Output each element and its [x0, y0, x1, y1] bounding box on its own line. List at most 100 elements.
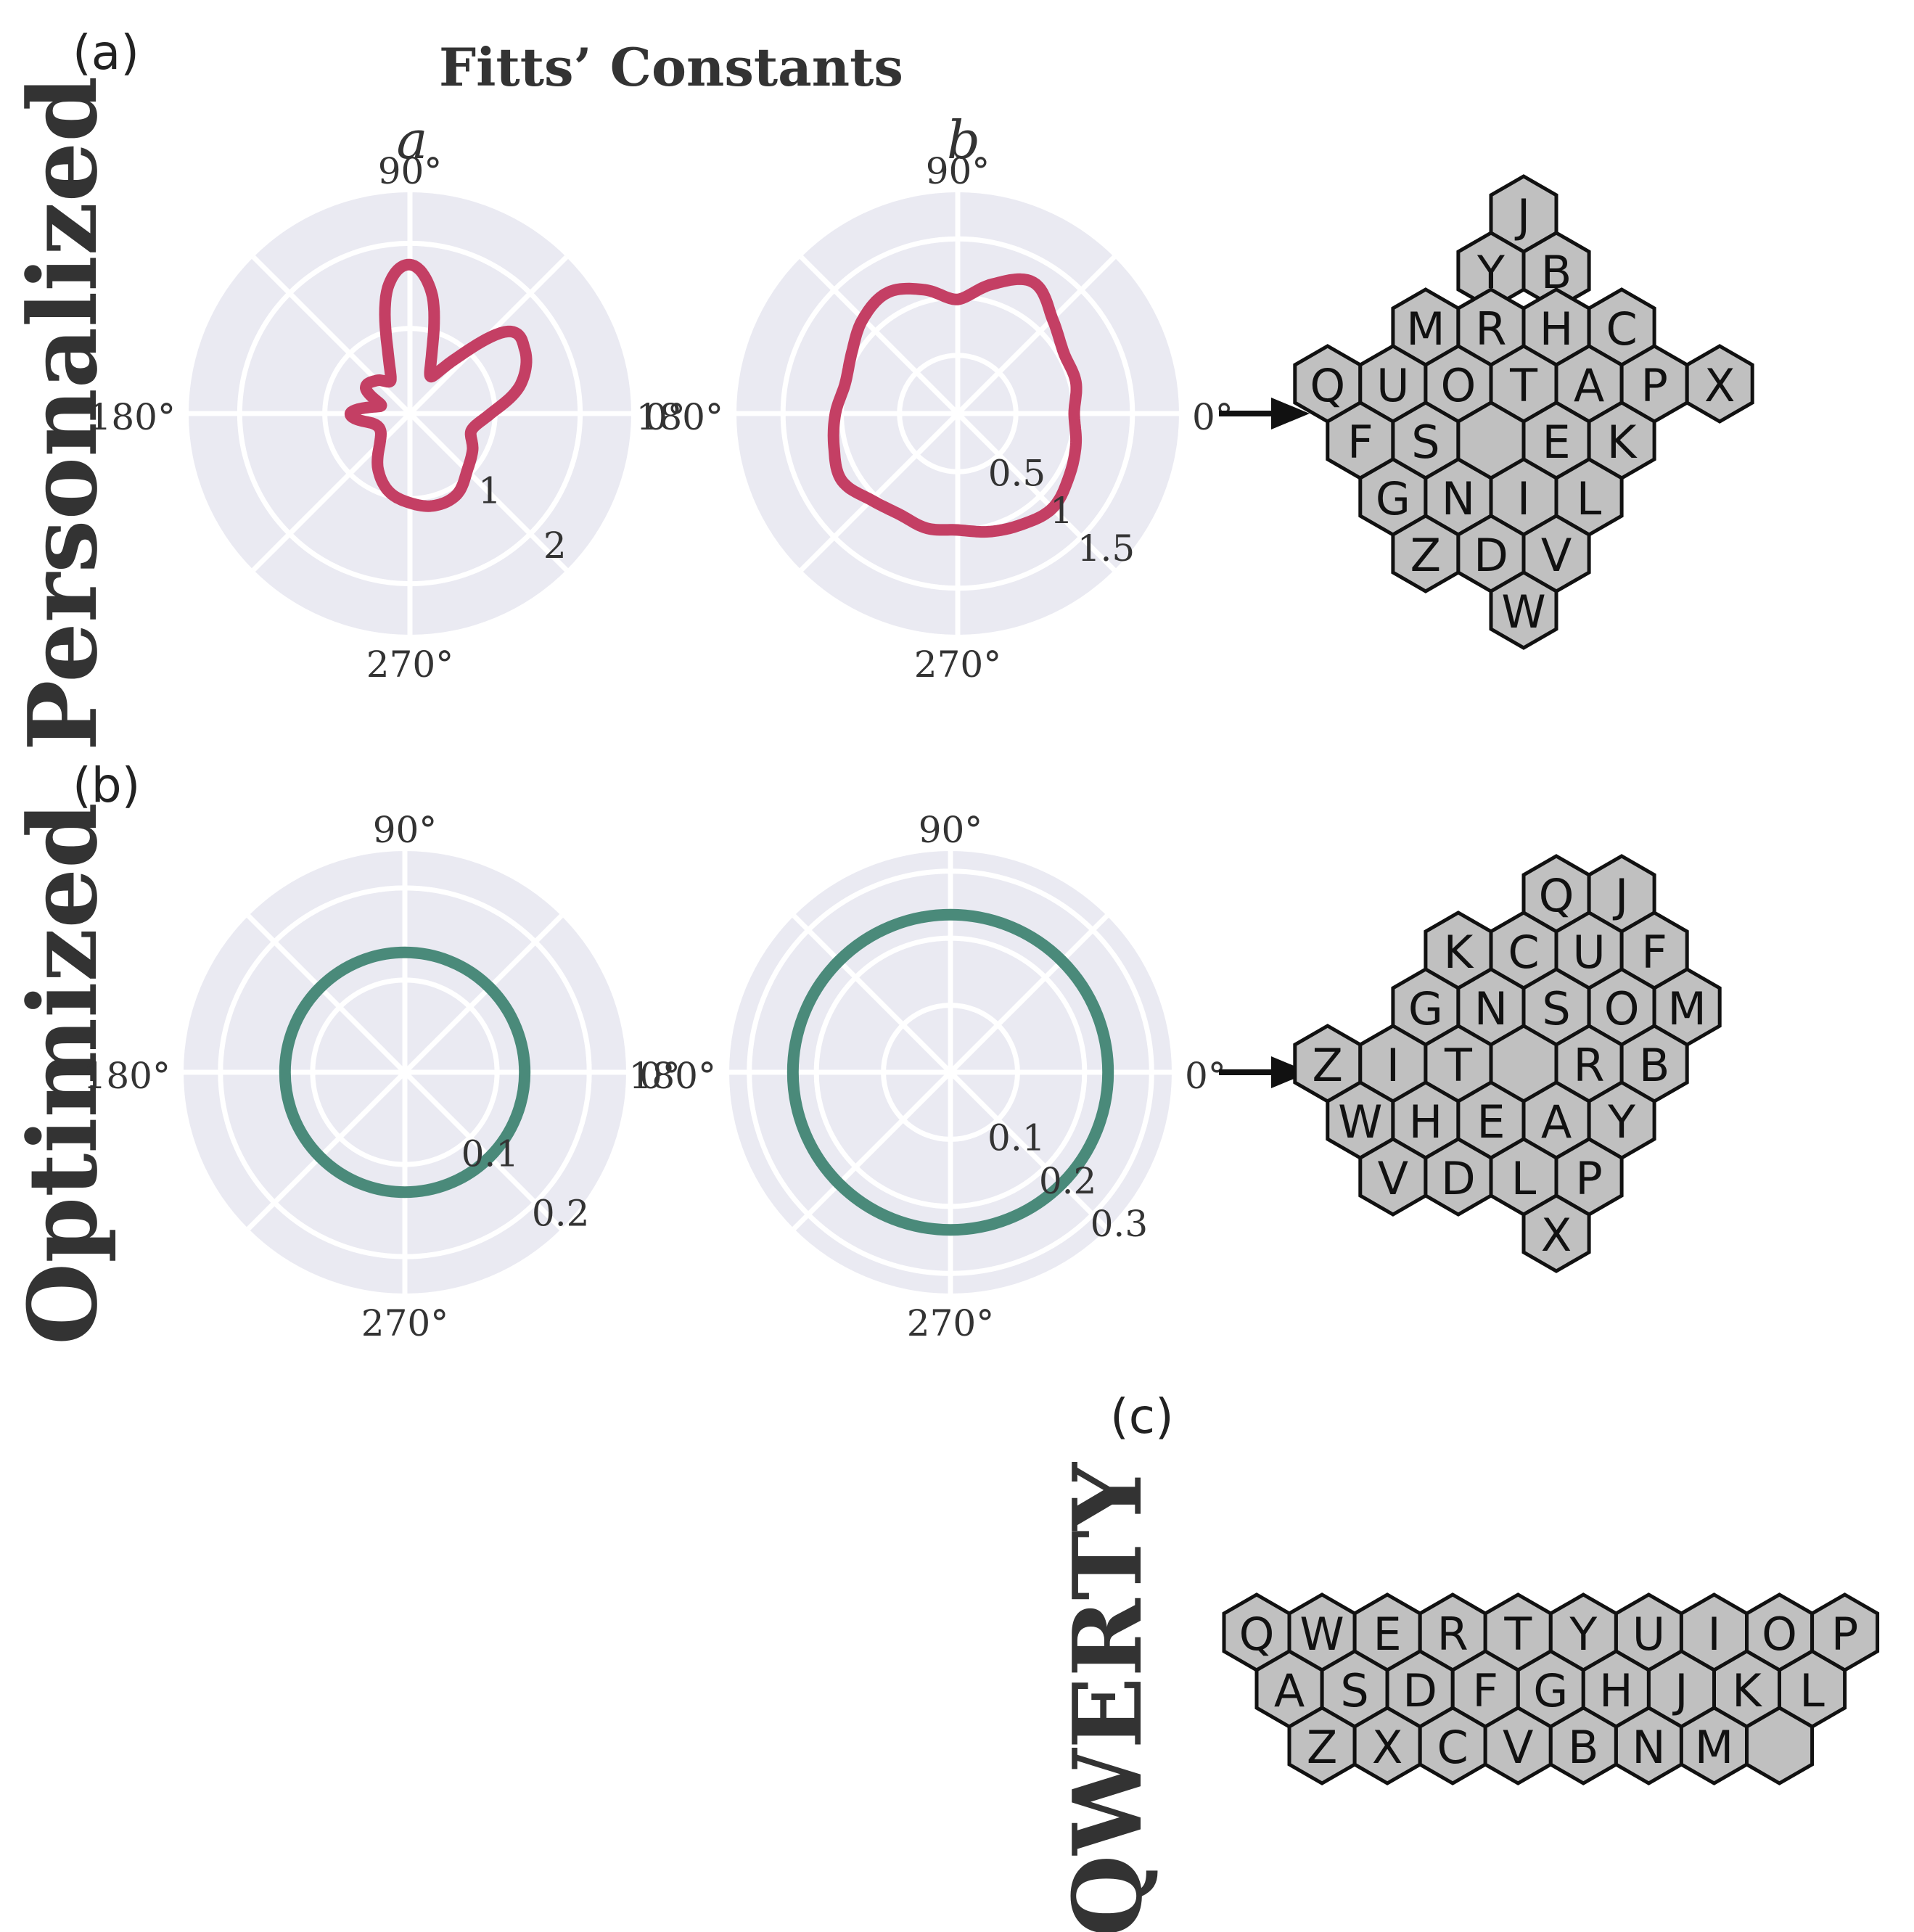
keyboard-key[interactable]: G — [1358, 457, 1428, 537]
keyboard-key[interactable]: K — [1424, 910, 1493, 990]
key-label: D — [1474, 529, 1508, 582]
key-label: Q — [1310, 359, 1345, 412]
keyboard-key[interactable]: G — [1391, 967, 1461, 1047]
key-label: S — [1340, 1664, 1368, 1717]
keyboard-key[interactable]: A — [1254, 1649, 1324, 1729]
key-label: B — [1568, 1721, 1599, 1774]
key-label: Z — [1410, 529, 1441, 582]
keyboard-key[interactable]: M — [1391, 287, 1461, 367]
keyboard-key-blank[interactable] — [1745, 1706, 1815, 1785]
key-label: V — [1503, 1721, 1533, 1774]
keyboard-key[interactable]: Z — [1293, 1024, 1363, 1103]
angular-gridline — [948, 1070, 1109, 1231]
keyboard-key[interactable]: N — [1614, 1706, 1683, 1785]
column-title-b: b — [947, 110, 980, 170]
angle-tick-label: 180° — [629, 1055, 716, 1097]
angular-gridline — [251, 255, 412, 416]
keyboard-key[interactable]: B — [1548, 1706, 1618, 1785]
series-line — [786, 908, 1114, 1236]
key-label: L — [1799, 1664, 1825, 1717]
keyboard-key[interactable]: X — [1521, 1193, 1591, 1273]
keyboard-key[interactable]: P — [1619, 344, 1689, 424]
keyboard-key[interactable]: C — [1418, 1706, 1487, 1785]
keyboard-key[interactable]: X — [1685, 344, 1754, 424]
radial-tick-label: 1.5 — [1077, 527, 1135, 570]
angle-tick-label: 0° — [639, 1055, 681, 1097]
angle-tick-label: 270° — [907, 1302, 994, 1344]
key-label: N — [1632, 1721, 1665, 1774]
key-label: C — [1437, 1721, 1469, 1774]
key-label: L — [1577, 472, 1602, 525]
key-label: F — [1641, 926, 1667, 979]
key-label: K — [1444, 926, 1474, 979]
keyboard-key[interactable]: Q — [1293, 344, 1363, 424]
keyboard-key[interactable]: C — [1587, 287, 1656, 367]
key-label: G — [1376, 472, 1410, 525]
keyboard-key[interactable]: D — [1424, 1137, 1493, 1217]
keyboard-key[interactable]: T — [1489, 344, 1558, 424]
key-label: H — [1540, 303, 1574, 355]
keyboard-key[interactable]: S — [1320, 1649, 1389, 1729]
key-label: V — [1378, 1152, 1408, 1205]
keyboard-key[interactable]: F — [1619, 910, 1689, 990]
polar-plot-personalized-b: 0°90°180°270°0.511.5 — [636, 150, 1233, 686]
keyboard-key[interactable]: E — [1456, 1080, 1526, 1160]
angular-gridline — [403, 1070, 564, 1231]
key-label: O — [1604, 982, 1640, 1035]
key-hexagon — [1521, 1193, 1591, 1273]
keyboard-key[interactable]: V — [1358, 1137, 1428, 1217]
angle-tick-label: 180° — [83, 1055, 171, 1097]
key-label: R — [1475, 303, 1506, 355]
row-label-personalized: Personalized — [7, 76, 118, 751]
keyboard-key[interactable]: R — [1456, 287, 1526, 367]
keyboard-key[interactable]: V — [1483, 1706, 1553, 1785]
radial-tick-label: 0.5 — [988, 453, 1046, 495]
angular-gridline — [403, 913, 564, 1074]
row-label-optimized: Optimized — [7, 802, 118, 1345]
keyboard-key[interactable]: Z — [1391, 514, 1461, 593]
key-label: R — [1437, 1608, 1469, 1661]
key-label: P — [1831, 1608, 1858, 1661]
key-label: I — [1707, 1608, 1720, 1661]
column-title-a: a — [397, 110, 428, 170]
keyboard-key[interactable]: P — [1554, 1137, 1624, 1217]
keyboard-key[interactable]: W — [1489, 570, 1558, 650]
key-label: V — [1541, 529, 1572, 582]
key-label: A — [1541, 1096, 1572, 1148]
key-label: E — [1542, 416, 1570, 469]
keyboard-key[interactable]: K — [1712, 1649, 1781, 1729]
key-hexagon — [1685, 344, 1754, 424]
key-label: G — [1533, 1664, 1568, 1717]
series-line — [827, 273, 1083, 538]
keyboard-key[interactable]: R — [1418, 1592, 1487, 1672]
key-label: J — [1514, 189, 1530, 242]
keyboard-key[interactable]: M — [1679, 1706, 1749, 1785]
key-label: S — [1542, 982, 1570, 1035]
key-label: B — [1639, 1039, 1670, 1092]
key-label: A — [1574, 359, 1604, 412]
key-label: M — [1406, 303, 1445, 355]
key-label: E — [1373, 1608, 1402, 1661]
key-label: G — [1408, 982, 1443, 1035]
angular-gridline — [246, 1070, 407, 1231]
angular-gridline — [948, 913, 1109, 1074]
keyboard-key[interactable]: Z — [1287, 1706, 1357, 1785]
arrow-personalized — [1219, 398, 1310, 429]
keyboard-key[interactable]: L — [1554, 457, 1624, 537]
key-label: P — [1640, 359, 1667, 412]
keyboard-key[interactable]: O — [1587, 967, 1656, 1047]
keyboard-key[interactable]: V — [1521, 514, 1591, 593]
keyboard-key[interactable]: A — [1554, 344, 1624, 424]
panel-label-a: (a) — [73, 25, 139, 81]
radial-tick-label: 0.3 — [1091, 1203, 1149, 1245]
key-label: N — [1442, 472, 1475, 525]
keyboard-key[interactable]: U — [1358, 344, 1428, 424]
key-label: F — [1472, 1664, 1498, 1717]
angular-gridline — [792, 1070, 953, 1231]
angle-tick-label: 90° — [919, 809, 983, 851]
key-label: U — [1632, 1608, 1665, 1661]
keyboard-key[interactable]: K — [1587, 400, 1656, 480]
polar-plot-personalized-a: 0°90°180°270°12 — [89, 150, 686, 686]
keyboard-key[interactable]: X — [1352, 1706, 1422, 1785]
